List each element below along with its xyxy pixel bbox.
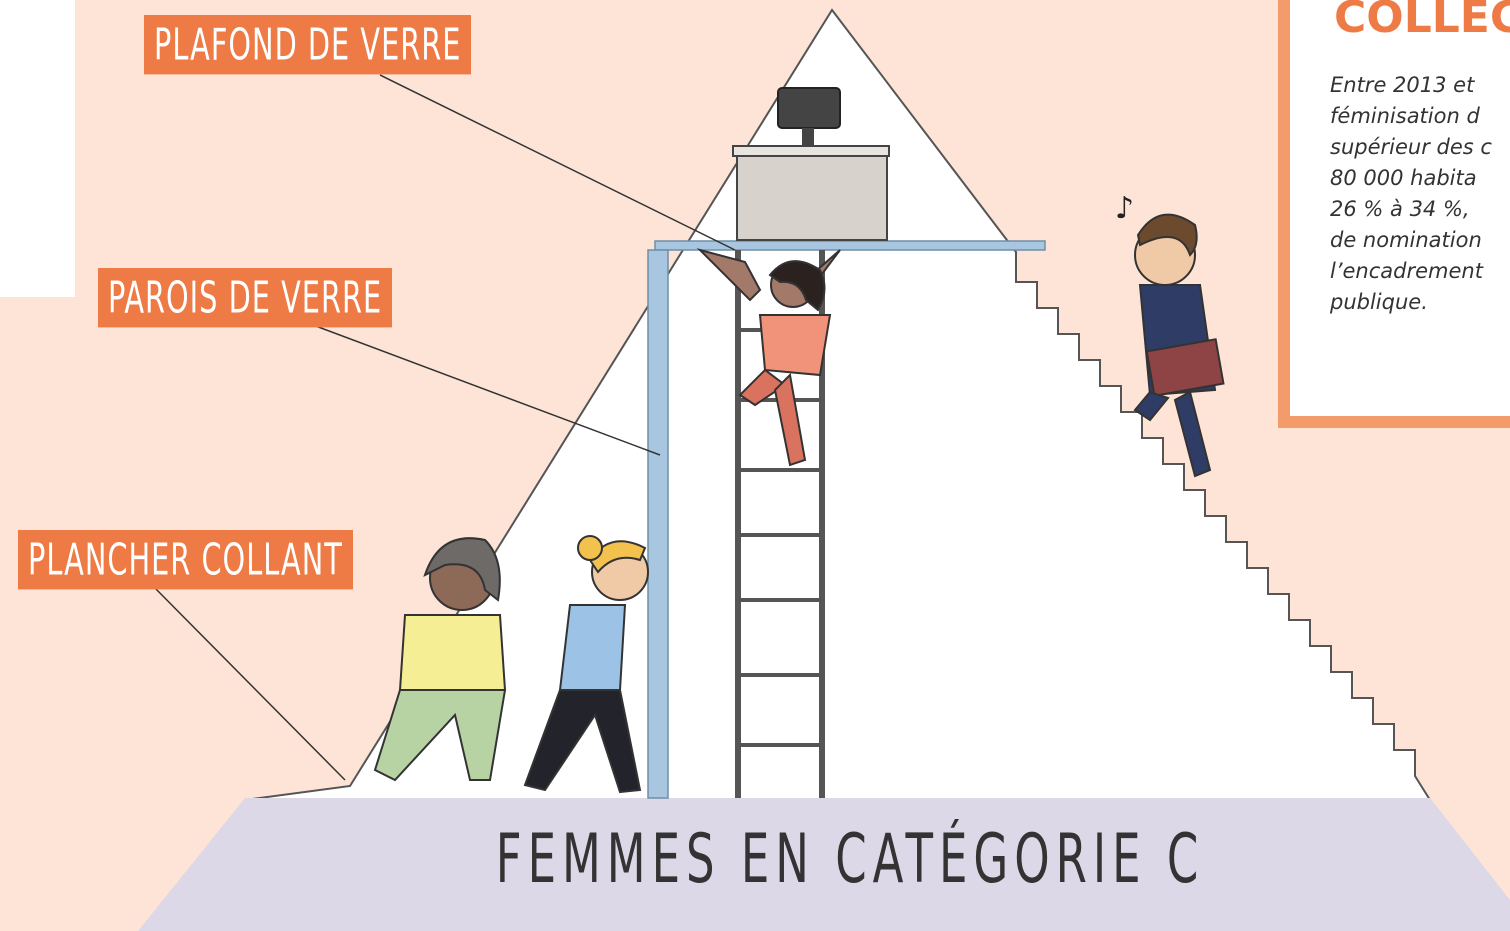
- base-label: FEMMES EN CATÉGORIE C: [495, 820, 1205, 899]
- woman-pushing-wall: [523, 535, 649, 794]
- info-box-title: COLLEC: [1334, 0, 1510, 43]
- worried-woman: [373, 537, 507, 782]
- white-panel: [0, 0, 75, 297]
- monitor-stand: [802, 128, 814, 146]
- pyramid-base: [138, 798, 1510, 931]
- monitor: [777, 87, 841, 129]
- woman-on-ladder: [696, 248, 841, 467]
- plancher-connector: [149, 582, 346, 781]
- desk: [736, 151, 888, 241]
- pyramid: [244, 8, 1432, 801]
- info-box: COLLEC Entre 2013 et féminisation d supé…: [1278, 0, 1510, 428]
- glass-ceiling: [654, 240, 1046, 251]
- man-on-stairs: [1133, 213, 1225, 478]
- glass-ceiling-label: PLAFOND DE VERRE: [144, 15, 472, 75]
- plafond-connector: [379, 74, 736, 251]
- glass-wall: [647, 249, 669, 799]
- info-box-text: Entre 2013 et féminisation d supérieur d…: [1330, 73, 1492, 314]
- parois-connector: [304, 321, 661, 456]
- desk-top: [732, 145, 890, 157]
- glass-walls-label: PAROIS DE VERRE: [98, 268, 393, 328]
- music-note-icon: ♪: [1115, 191, 1134, 226]
- sticky-floor-label: PLANCHER COLLANT: [18, 530, 353, 590]
